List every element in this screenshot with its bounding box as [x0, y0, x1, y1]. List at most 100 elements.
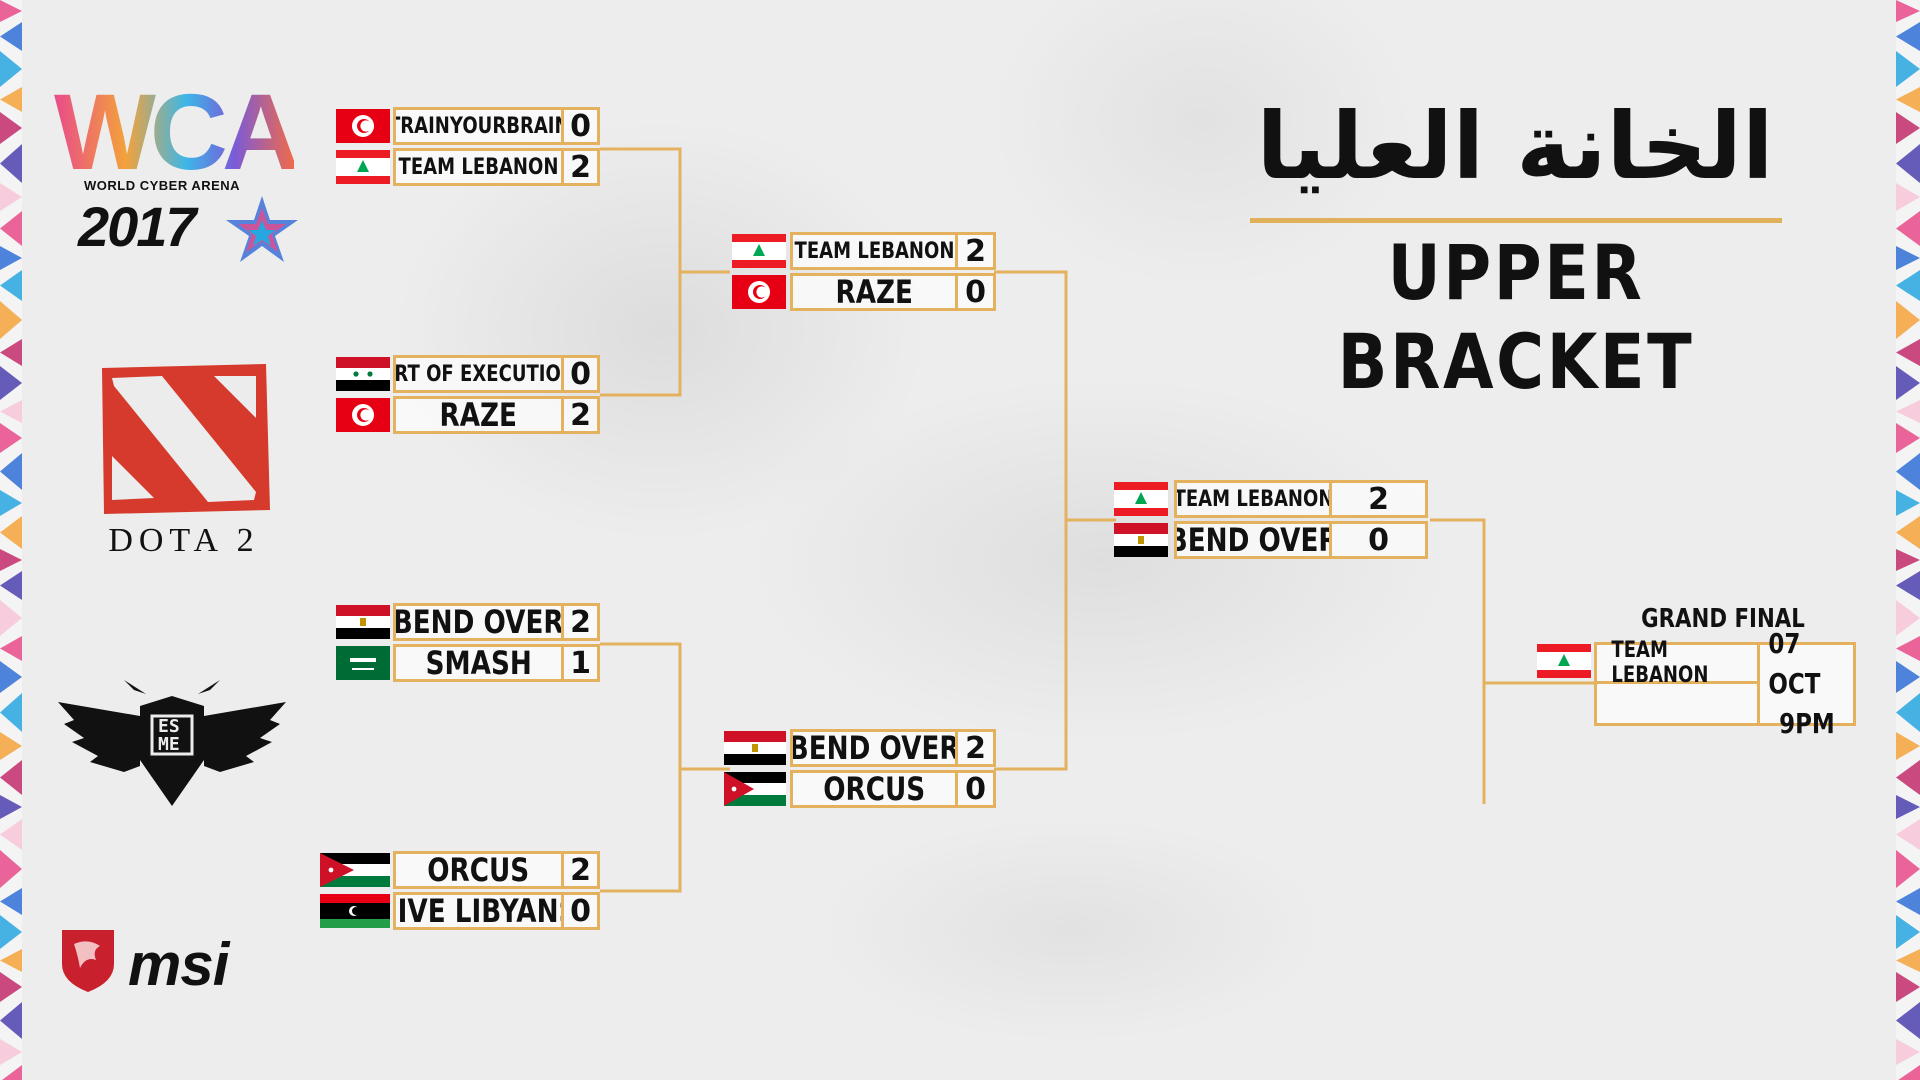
border-triangle — [1896, 819, 1920, 850]
border-triangle — [1896, 795, 1920, 819]
lebanon-flag-icon — [1537, 644, 1591, 678]
team-score: 0 — [1332, 521, 1428, 559]
dota2-emblem-icon — [102, 364, 270, 514]
egypt-flag-icon — [724, 731, 786, 765]
team-name-cell: TEAM LEBANON — [393, 148, 564, 186]
border-triangle — [1896, 693, 1920, 732]
border-triangle — [1896, 516, 1920, 549]
msi-logo-text: msi — [128, 931, 229, 998]
jordan-flag-icon — [320, 853, 390, 887]
team-score: 0 — [958, 273, 996, 311]
team-name: RAZE — [835, 273, 913, 311]
team-name-cell: BEND OVER — [1174, 521, 1332, 559]
team-name-cell: TEAM LEBANON — [1174, 480, 1332, 518]
border-triangle — [1896, 211, 1920, 246]
border-triangle — [1896, 301, 1920, 339]
team-score: 0 — [564, 892, 600, 930]
border-triangle — [1896, 549, 1920, 571]
border-triangle — [1896, 636, 1920, 661]
border-triangle — [1896, 87, 1920, 112]
msi-logo: msi — [58, 924, 298, 1000]
border-triangle — [0, 516, 22, 549]
border-triangle — [0, 972, 22, 1002]
border-triangle — [1896, 112, 1920, 144]
wca-logo-title: WCA — [54, 71, 300, 192]
title-divider — [1250, 218, 1782, 223]
team-name-cell: ORCUS — [393, 851, 564, 889]
team-name-cell: RAZE — [790, 273, 958, 311]
team-score: 2 — [958, 232, 996, 270]
border-triangle — [0, 661, 22, 693]
border-triangle — [0, 51, 22, 87]
grand-final-schedule: 07 OCT 9PM — [1760, 627, 1856, 740]
border-triangle — [0, 400, 22, 423]
team-name-cell: RAZE — [393, 396, 564, 434]
lebanon-flag-icon — [732, 234, 786, 268]
arabic-title: الخانة العليا — [1256, 93, 1774, 200]
border-triangle — [0, 270, 22, 301]
border-triangle — [1896, 144, 1920, 183]
team-name: SMASH — [425, 644, 532, 682]
border-triangle — [1896, 949, 1920, 972]
team-name-cell: TRAINYOURBRAIN — [393, 107, 564, 145]
team-name: TEAM LEBANON — [1174, 486, 1332, 512]
grand-final-label: GRAND FINAL — [1641, 604, 1805, 634]
team-name-cell: ART OF EXECUTION — [393, 355, 564, 393]
right-decorative-border — [1896, 0, 1920, 1080]
grand-final-time: 9PM — [1778, 707, 1835, 740]
border-triangle — [1896, 51, 1920, 87]
border-triangle — [0, 490, 22, 516]
winged-shield-icon — [58, 680, 286, 806]
team-score: 2 — [564, 603, 600, 641]
border-triangle — [1896, 453, 1920, 490]
team-name: TEAM LEBANON — [794, 238, 954, 264]
border-triangle — [0, 246, 22, 270]
team-score: 0 — [958, 770, 996, 808]
border-triangle — [0, 888, 22, 915]
team-name-cell: TEAM LEBANON — [790, 232, 958, 270]
border-triangle — [0, 0, 22, 22]
border-triangle — [1896, 1002, 1920, 1039]
wca-logo-subtitle: WORLD CYBER ARENA — [84, 178, 241, 193]
esme-logo-letters-bottom: ME — [158, 734, 180, 755]
border-triangle — [1896, 22, 1920, 51]
border-triangle — [0, 949, 22, 972]
team-name: FIVE LIBYANS — [396, 892, 561, 930]
border-triangle — [1896, 850, 1920, 888]
border-triangle — [1896, 366, 1920, 400]
tunisia-flag-icon — [336, 398, 390, 432]
border-triangle — [0, 211, 22, 246]
border-triangle — [0, 453, 22, 490]
team-name: ART OF EXECUTION — [394, 361, 562, 387]
dota2-logo-text: DOTA 2 — [108, 522, 260, 559]
dragon-shield-icon — [62, 930, 114, 992]
team-score: 2 — [564, 851, 600, 889]
border-triangle — [1896, 400, 1920, 423]
lebanon-flag-icon — [1114, 482, 1168, 516]
team-score: 0 — [564, 107, 600, 145]
border-triangle — [1896, 0, 1920, 22]
team-name: ORCUS — [823, 770, 925, 808]
border-triangle — [0, 600, 22, 636]
border-triangle — [1896, 661, 1920, 693]
border-triangle — [1896, 760, 1920, 795]
team-name: BEND OVER — [1174, 521, 1332, 559]
team-score: 2 — [564, 396, 600, 434]
egypt-flag-icon — [336, 605, 390, 639]
border-triangle — [1896, 423, 1920, 453]
left-decorative-border — [0, 0, 22, 1080]
grand-final-date: 07 OCT — [1768, 627, 1821, 700]
border-triangle — [0, 549, 22, 571]
border-triangle — [0, 366, 22, 400]
team-score: 2 — [958, 729, 996, 767]
libya-flag-icon — [320, 894, 390, 928]
border-triangle — [0, 819, 22, 850]
team-score: 0 — [564, 355, 600, 393]
border-triangle — [0, 87, 22, 112]
border-triangle — [0, 22, 22, 51]
team-score: 1 — [564, 644, 600, 682]
team-name-cell: FIVE LIBYANS — [393, 892, 564, 930]
border-triangle — [0, 112, 22, 144]
team-name-cell: SMASH — [393, 644, 564, 682]
